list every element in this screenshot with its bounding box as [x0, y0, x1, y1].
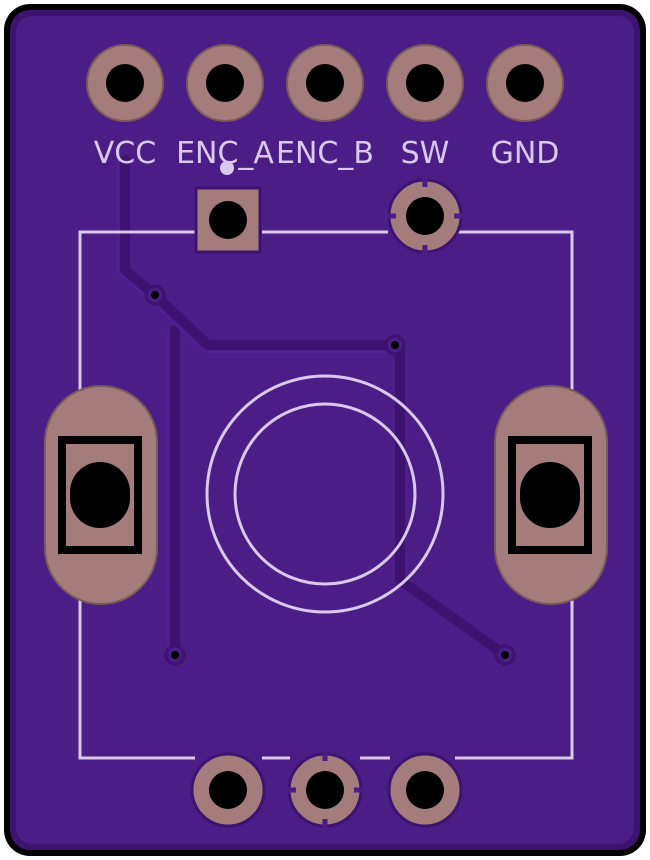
bottom-pads — [190, 752, 463, 828]
header-labels: VCC ENC_A ENC_B SW GND — [94, 136, 560, 171]
vias — [144, 284, 516, 666]
drill-hole — [206, 64, 244, 102]
drill-hole — [106, 64, 144, 102]
label-enc-b: ENC_B — [276, 136, 374, 171]
drill-hole — [306, 64, 344, 102]
drill-hole — [406, 197, 444, 235]
label-vcc: VCC — [94, 136, 156, 171]
pin1-indicator-dot — [220, 161, 234, 175]
drill-hole — [406, 771, 444, 809]
label-sw: SW — [401, 136, 450, 171]
thermal-relief — [287, 752, 363, 828]
encoder-outer-ring — [205, 374, 445, 614]
silkscreen-outline — [78, 230, 574, 760]
slot-hole — [520, 462, 580, 528]
slot-hole — [70, 462, 130, 528]
drill-hole — [306, 771, 344, 809]
mounting-tab-right — [494, 385, 608, 605]
header-pads — [86, 44, 564, 122]
mounting-tab-left — [44, 385, 158, 605]
drill-hole — [209, 771, 247, 809]
slot-outline — [508, 436, 592, 554]
drill-hole — [406, 64, 444, 102]
encoder-inner-ring — [233, 402, 417, 586]
trace-right-down — [395, 340, 510, 660]
thermal-relief — [387, 178, 463, 254]
drill-hole — [209, 201, 247, 239]
slot-outline — [58, 436, 142, 554]
drill-hole — [506, 64, 544, 102]
label-gnd: GND — [491, 136, 560, 171]
